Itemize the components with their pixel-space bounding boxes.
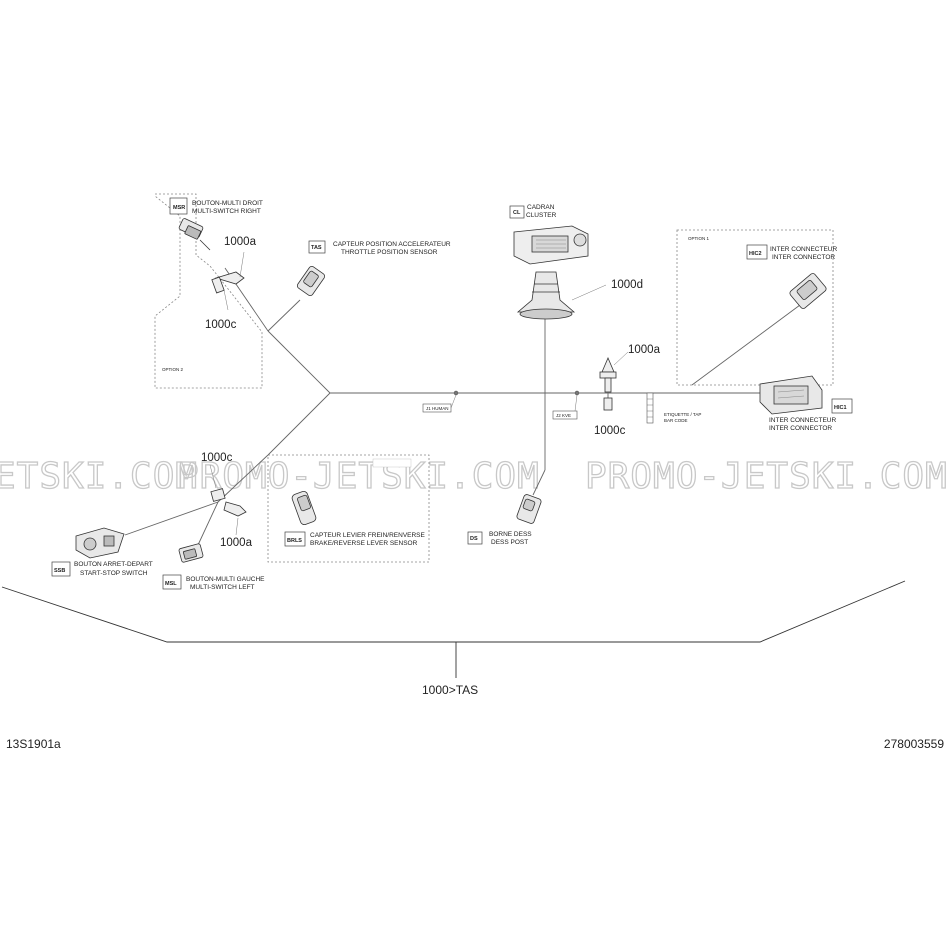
ref-1000a-left: 1000a — [220, 537, 253, 549]
wire-tag-2: J2 KVE — [556, 413, 571, 418]
ds-code: DS — [470, 536, 478, 542]
ds-label-fr: BORNE DESS — [489, 531, 532, 538]
option-1-label: OPTION 1 — [688, 236, 710, 241]
hic1-label-fr: INTER CONNECTEUR — [769, 417, 836, 424]
component-msl: MSL BOUTON-MULTI GAUCHE MULTI-SWITCH LEF… — [162, 543, 265, 591]
barcode-label: ETIQUETTE / TAP — [664, 412, 701, 417]
component-brls: BRLS CAPTEUR LEVIER FREIN/RENVERSE BRAKE… — [284, 490, 426, 547]
ref-1000d: 1000d — [611, 279, 643, 291]
tas-label-fr: CAPTEUR POSITION ACCELERATEUR — [333, 241, 451, 248]
component-hic2: HIC2 INTER CONNECTEUR INTER CONNECTOR — [746, 244, 837, 309]
part-number: 278003559 — [883, 737, 944, 751]
brls-label-fr: CAPTEUR LEVIER FREIN/RENVERSE — [310, 532, 426, 539]
option-2-label: OPTION 2 — [162, 367, 184, 372]
cl-label-fr: CADRAN — [527, 204, 555, 211]
brls-code: BRLS — [287, 538, 302, 544]
component-ssb: SSB BOUTON ARRET-DEPART START-STOP SWITC… — [51, 527, 153, 577]
component-hic1: HIC1 INTER CONNECTEUR INTER CONNECTOR — [759, 375, 853, 432]
ref-1000a-right: 1000a — [628, 344, 661, 356]
msl-code: MSL — [165, 581, 177, 587]
watermark-right: PROMO-JETSKI.COM — [585, 456, 948, 497]
watermark-center: PROMO-JETSKI.COM — [177, 456, 540, 497]
hic1-label-en: INTER CONNECTOR — [769, 425, 832, 432]
watermark-left: ETSKI.COM — [0, 456, 198, 497]
msl-connector-icon — [178, 543, 204, 563]
msr-label-en: MULTI-SWITCH RIGHT — [192, 208, 261, 215]
ds-connector-icon — [516, 494, 542, 524]
cl-label-en: CLUSTER — [526, 212, 557, 219]
grommet-icon — [516, 271, 607, 320]
fitting-top-left: 1000a 1000c — [205, 236, 257, 331]
brls-connector-icon — [291, 490, 317, 526]
drawing-code: 13S1901a — [6, 737, 61, 751]
wire-tag-1: J1 HUMAN — [426, 406, 449, 411]
wire-tags: J1 HUMAN J2 KVE ETIQUETTE / TAP BAR CODE — [422, 392, 701, 424]
msl-label-fr: BOUTON-MULTI GAUCHE — [186, 576, 265, 583]
hic1-connector-icon — [759, 375, 823, 415]
hic2-label-en: INTER CONNECTOR — [772, 254, 835, 261]
ssb-label-en: START-STOP SWITCH — [80, 570, 148, 577]
hic1-code: HIC1 — [834, 405, 847, 411]
component-ds: DS BORNE DESS DESS POST — [467, 494, 542, 546]
cluster-connector-icon — [513, 225, 589, 265]
harness-wires — [124, 267, 801, 546]
ssb-label-fr: BOUTON ARRET-DEPART — [74, 561, 153, 568]
option-3-zone — [267, 454, 430, 563]
tas-label-en: THROTTLE POSITION SENSOR — [341, 249, 438, 256]
ref-1000c-top: 1000c — [205, 319, 237, 331]
msl-label-en: MULTI-SWITCH LEFT — [190, 584, 255, 591]
assembly-bracket — [1, 580, 906, 678]
barcode-label-2: BAR CODE — [664, 418, 688, 423]
ssb-switch-icon — [75, 527, 125, 559]
msr-label-fr: BOUTON-MULTI DROIT — [192, 200, 263, 207]
tas-connector-icon — [296, 265, 326, 297]
hic2-label-fr: INTER CONNECTEUR — [770, 246, 837, 253]
brls-label-en: BRAKE/REVERSE LEVER SENSOR — [310, 540, 418, 547]
hic2-code: HIC2 — [749, 251, 762, 257]
msr-code: MSR — [173, 205, 185, 211]
component-msr: MSR BOUTON-MULTI DROIT MULTI-SWITCH RIGH… — [169, 197, 263, 251]
option-1-zone: OPTION 1 — [676, 229, 834, 386]
fitting-right: 1000a 1000c — [594, 344, 661, 437]
ssb-code: SSB — [54, 568, 65, 574]
watermark: ETSKI.COM PROMO-JETSKI.COM PROMO-JETSKI.… — [0, 455, 948, 497]
hic2-connector-icon — [789, 273, 827, 309]
cl-code: CL — [513, 210, 521, 216]
option-2-zone: OPTION 2 — [154, 193, 263, 389]
component-cl: CL CADRAN CLUSTER 1000d — [509, 204, 643, 320]
ds-label-en: DESS POST — [491, 539, 528, 546]
assembly-label: 1000>TAS — [422, 683, 478, 697]
ref-1000a-top: 1000a — [224, 236, 257, 248]
component-tas: TAS CAPTEUR POSITION ACCELERATEUR THROTT… — [296, 240, 451, 297]
msr-connector-icon — [178, 218, 211, 251]
tas-code: TAS — [311, 245, 322, 251]
ref-1000c-right: 1000c — [594, 425, 626, 437]
ref-1000c-left: 1000c — [201, 452, 233, 464]
fitting-left: 1000c 1000a — [201, 452, 253, 549]
